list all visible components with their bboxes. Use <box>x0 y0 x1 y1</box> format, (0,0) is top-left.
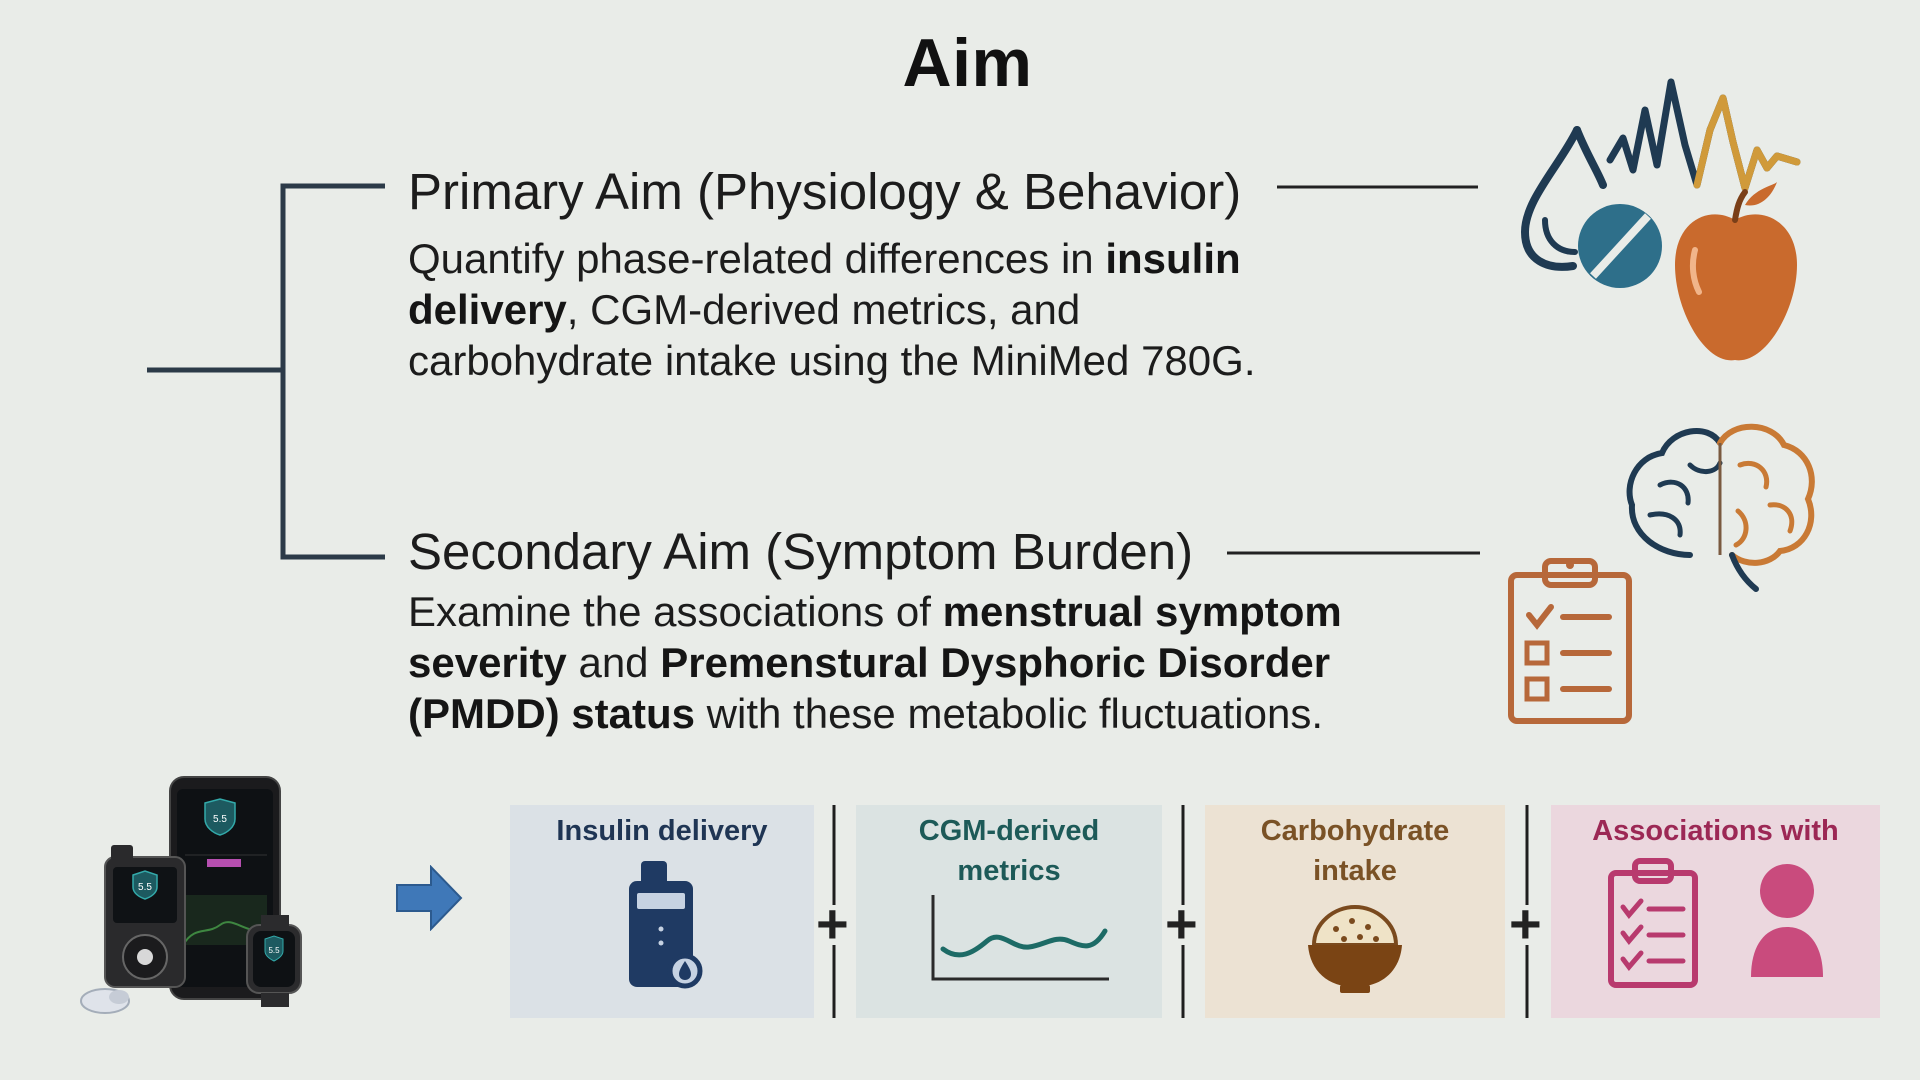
secondary-text-2: and <box>566 639 661 686</box>
glucose-trend-icon <box>931 895 1109 981</box>
minimed-device-group: 5.5 5.5 5.5 <box>80 776 302 1014</box>
panel-insulin-delivery: Insulin delivery <box>510 805 814 1018</box>
primary-text-2: , CGM-derived metrics, and carbohydrate … <box>408 286 1256 384</box>
secondary-text-3: with these metabolic fluctuations. <box>695 690 1324 737</box>
primary-bold-insulin: insulin delivery <box>408 235 1241 333</box>
plus-sign-2: + <box>1165 892 1198 955</box>
page-title: Aim <box>902 25 1033 101</box>
secondary-text-1: Examine the associations of <box>408 588 943 635</box>
physiology-icon-group <box>1520 78 1801 361</box>
secondary-aim-heading: Secondary Aim (Symptom Burden) <box>408 523 1194 580</box>
clipboard-icon <box>1508 558 1632 724</box>
insulin-pump-icon <box>629 861 703 989</box>
plus-sign-3: + <box>1509 892 1542 955</box>
brain-icon <box>1626 423 1815 592</box>
drop-icon <box>1520 126 1581 271</box>
panel-cgm-label: CGM-derived metrics <box>918 815 1100 887</box>
plus-sign-1: + <box>816 892 849 955</box>
phone-glucose-value: 5.5 <box>213 814 227 825</box>
primary-text-1: Quantify phase-related differences in <box>408 235 1106 282</box>
checklist-icon <box>1607 858 1698 988</box>
arrow-right-icon <box>396 865 463 931</box>
secondary-bold-symptom: menstrual symptom severity <box>408 588 1342 686</box>
panel-associations: Associations with <box>1551 805 1880 1018</box>
bracket <box>280 183 385 560</box>
panel-carb-label: Carbohydrate intake <box>1260 815 1450 887</box>
panel-insulin-label: Insulin delivery <box>556 815 768 847</box>
panel-assoc-label: Associations with <box>1592 815 1839 847</box>
panel-cgm-metrics: CGM-derived metrics <box>856 805 1162 1018</box>
apple-icon <box>1675 214 1797 361</box>
panel-carbohydrate-intake: Carbohydrate intake <box>1205 805 1505 1018</box>
primary-aim-description: Quantify phase-related differences in in… <box>408 233 1308 386</box>
watch-glucose-value: 5.5 <box>268 946 280 955</box>
primary-aim-heading: Primary Aim (Physiology & Behavior) <box>408 163 1242 220</box>
rice-bowl-icon <box>1308 904 1402 993</box>
person-icon <box>1750 864 1823 977</box>
pump-glucose-value: 5.5 <box>138 882 152 893</box>
secondary-aim-description: Examine the associations of menstrual sy… <box>408 586 1428 739</box>
secondary-bold-pmdd: Premenstural Dysphoric Disorder (PMDD) s… <box>408 639 1331 737</box>
